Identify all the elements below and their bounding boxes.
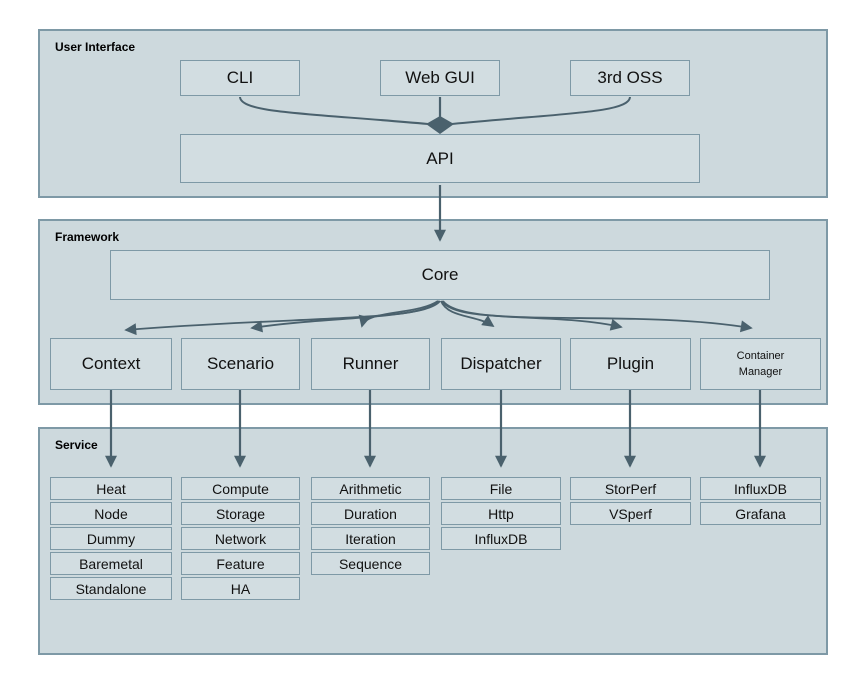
plugin-service-list: StorPerf VSperf: [570, 477, 691, 527]
service-item-label: Arithmetic: [339, 480, 402, 497]
service-item: Baremetal: [50, 552, 172, 575]
service-item-label: Heat: [96, 480, 126, 497]
service-item: Dummy: [50, 527, 172, 550]
context-box-label: Context: [81, 354, 141, 373]
runner-box-label: Runner: [342, 354, 399, 373]
service-item: Compute: [181, 477, 300, 500]
runner-service-list: Arithmetic Duration Iteration Sequence: [311, 477, 430, 577]
context-box: Context: [50, 338, 172, 390]
service-item-label: HA: [230, 580, 251, 597]
service-item: Feature: [181, 552, 300, 575]
service-item-label: Http: [488, 505, 514, 522]
api-box-label: API: [426, 148, 454, 168]
scenario-box-label: Scenario: [206, 354, 275, 373]
cli-box-label: CLI: [226, 68, 254, 87]
service-item-label: Network: [214, 530, 267, 547]
service-item-label: StorPerf: [604, 480, 657, 497]
service-item: Node: [50, 502, 172, 525]
dispatcher-service-list: File Http InfluxDB: [441, 477, 561, 552]
section-framework-label: Framework: [55, 230, 120, 244]
service-item: Http: [441, 502, 561, 525]
container-manager-box: Container Manager: [700, 338, 821, 390]
service-item-label: Sequence: [338, 555, 403, 572]
plugin-box: Plugin: [570, 338, 691, 390]
service-item: StorPerf: [570, 477, 691, 500]
service-item-label: Node: [94, 505, 128, 522]
scenario-service-list: Compute Storage Network Feature HA: [181, 477, 300, 602]
service-item-label: Baremetal: [79, 555, 143, 572]
service-item-label: Storage: [215, 505, 266, 522]
service-item: Standalone: [50, 577, 172, 600]
context-service-list: Heat Node Dummy Baremetal Standalone: [50, 477, 172, 602]
service-item: Heat: [50, 477, 172, 500]
service-item-label: Dummy: [86, 530, 136, 547]
container-manager-service-list: InfluxDB Grafana: [700, 477, 821, 527]
service-item: Network: [181, 527, 300, 550]
dispatcher-box: Dispatcher: [441, 338, 561, 390]
service-item: Sequence: [311, 552, 430, 575]
service-item-label: Grafana: [735, 505, 786, 522]
scenario-box: Scenario: [181, 338, 300, 390]
dispatcher-box-label: Dispatcher: [460, 354, 542, 373]
service-item: InfluxDB: [441, 527, 561, 550]
service-item: Storage: [181, 502, 300, 525]
service-item-label: Standalone: [75, 580, 147, 597]
plugin-box-label: Plugin: [606, 354, 655, 373]
runner-box: Runner: [311, 338, 430, 390]
service-item: Arithmetic: [311, 477, 430, 500]
3rd-oss-box: 3rd OSS: [570, 60, 690, 96]
cli-box: CLI: [180, 60, 300, 96]
service-item-label: Compute: [212, 480, 269, 497]
service-item-label: Feature: [216, 555, 265, 572]
section-service-label: Service: [55, 438, 98, 452]
service-item: Iteration: [311, 527, 430, 550]
service-item: File: [441, 477, 561, 500]
service-item-label: Iteration: [345, 530, 396, 547]
service-item-label: InfluxDB: [734, 480, 787, 497]
service-item: InfluxDB: [700, 477, 821, 500]
web-gui-box: Web GUI: [380, 60, 500, 96]
core-box: Core: [110, 250, 770, 300]
service-item: Duration: [311, 502, 430, 525]
container-manager-box-label: Container Manager: [736, 350, 785, 378]
section-user-interface-label: User Interface: [55, 40, 136, 54]
3rd-oss-box-label: 3rd OSS: [597, 68, 663, 87]
service-item: HA: [181, 577, 300, 600]
core-box-label: Core: [421, 265, 459, 284]
service-item-label: VSperf: [609, 505, 652, 522]
service-item-label: File: [489, 480, 513, 497]
api-box: API: [180, 134, 700, 183]
service-item: Grafana: [700, 502, 821, 525]
service-item-label: InfluxDB: [474, 530, 528, 547]
service-item-label: Duration: [344, 505, 397, 522]
web-gui-box-label: Web GUI: [405, 68, 475, 87]
service-item: VSperf: [570, 502, 691, 525]
